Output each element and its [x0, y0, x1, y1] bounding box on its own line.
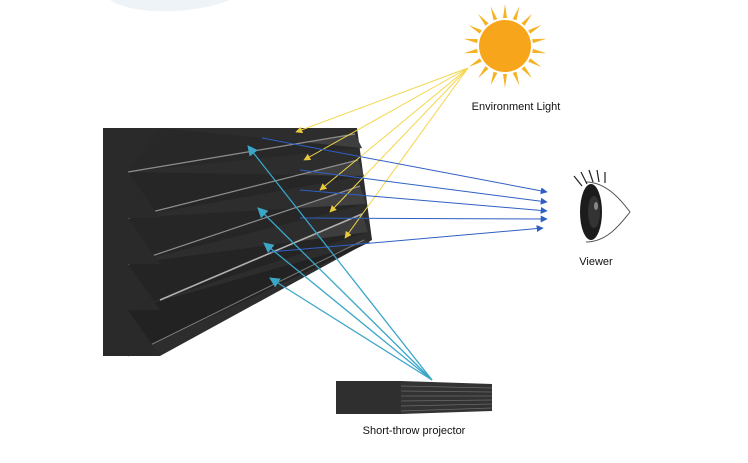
ambient-ray — [329, 67, 469, 213]
reflected-ray — [299, 189, 548, 214]
reflected-ray — [299, 215, 548, 223]
screen-ridge — [128, 128, 362, 172]
screen-ridge — [128, 232, 368, 310]
ridge-highlight — [127, 185, 361, 265]
ridge-highlight — [127, 239, 365, 357]
alr-screen — [103, 128, 372, 357]
top-decoration — [110, 0, 230, 12]
screen-back-teeth — [103, 128, 160, 356]
ambient-ray — [295, 67, 469, 134]
ambient-ray — [319, 67, 469, 191]
screen-ridge — [128, 242, 370, 356]
ridge-highlight — [127, 159, 359, 219]
projector-ray — [257, 207, 433, 381]
reflected-ray — [269, 225, 544, 253]
viewer-label: Viewer — [579, 256, 613, 268]
projector-label: Short-throw projector — [362, 425, 466, 437]
sun-icon — [463, 4, 547, 88]
ridge-highlight — [127, 133, 356, 173]
projector-ray — [263, 242, 433, 381]
screen-ridge — [128, 172, 364, 218]
projector-rays — [247, 145, 433, 381]
reflected-ray — [299, 169, 548, 205]
projector-ray — [269, 277, 433, 381]
environment-light-label: Environment Light — [471, 101, 561, 113]
screen-ridge — [128, 204, 366, 264]
reflected-rays — [261, 137, 548, 253]
projector-ray — [247, 145, 433, 381]
ambient-ray — [303, 67, 469, 161]
environment-light-rays — [295, 67, 469, 239]
ambient-ray — [344, 67, 469, 239]
reflected-ray — [261, 137, 548, 195]
ridge-highlight — [159, 213, 363, 301]
projector-icon — [336, 381, 493, 414]
eye-icon — [573, 169, 631, 243]
